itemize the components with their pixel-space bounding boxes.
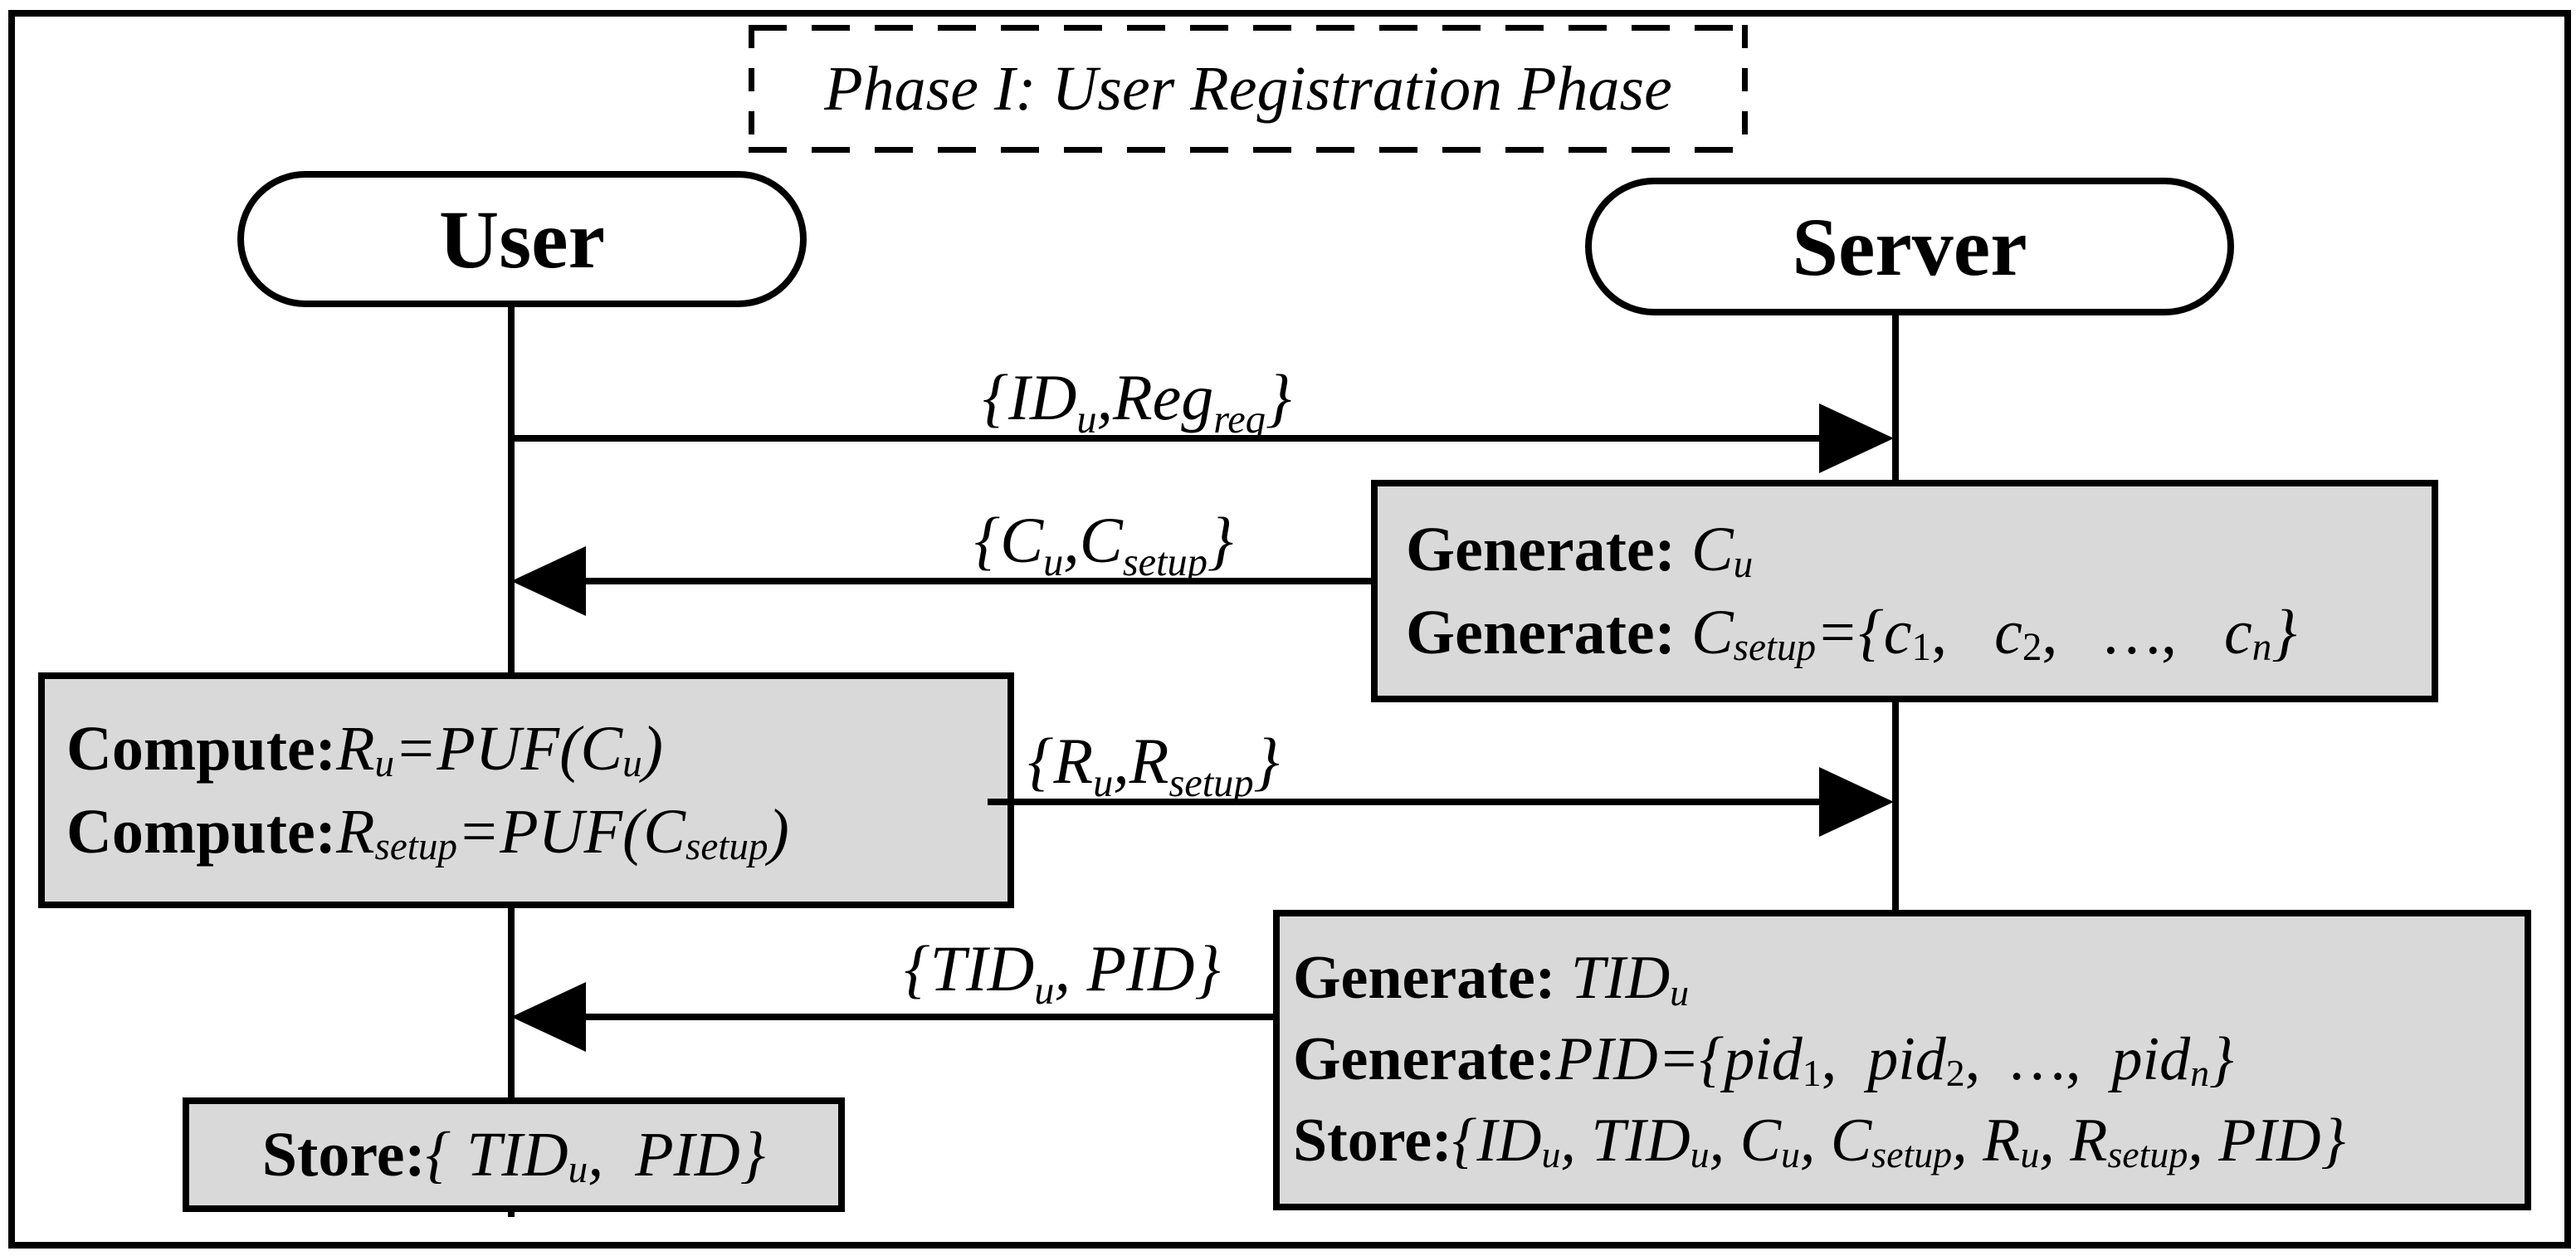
message3-line (988, 799, 1826, 805)
phase-title: Phase I: User Registration Phase (824, 53, 1672, 124)
actor-user-box: User (237, 171, 807, 307)
diagram-frame (8, 10, 2571, 1249)
message4-arrowhead-left-icon (511, 982, 586, 1052)
op-line: Generate: Csetup={c1, c2, …, cn} (1406, 598, 2297, 670)
actor-server-label: Server (1792, 200, 2027, 293)
op-line: Generate: Cu (1406, 514, 1754, 587)
dashed-border-left (749, 25, 754, 153)
message4-line (581, 1014, 1273, 1020)
dashed-border-bottom (749, 147, 1748, 153)
message3-arrowhead-right-icon (1819, 767, 1894, 837)
server-generate-store-box: Generate: TIDu Generate:PID={pid1, pid2,… (1273, 910, 2531, 1210)
message2-line (581, 578, 1371, 584)
user-store-box: Store:{ TIDu, PID} (183, 1097, 845, 1212)
actor-user-label: User (439, 193, 605, 286)
op-line: Compute:Ru=PUF(Cu) (66, 713, 663, 786)
message2-arrowhead-left-icon (511, 546, 586, 616)
op-line: Store:{ TIDu, PID} (261, 1119, 766, 1192)
op-line: Compute:Rsetup=PUF(Csetup) (66, 797, 789, 869)
dashed-border-top (749, 25, 1748, 31)
dashed-border-right (1742, 25, 1748, 153)
phase-title-box: Phase I: User Registration Phase (749, 25, 1748, 153)
actor-server-box: Server (1585, 178, 2234, 315)
server-generate-box: Generate: Cu Generate: Csetup={c1, c2, …… (1371, 480, 2438, 702)
user-compute-box: Compute:Ru=PUF(Cu) Compute:Rsetup=PUF(Cs… (38, 672, 1014, 908)
op-line: Generate: TIDu (1293, 944, 1690, 1014)
message1-line (511, 435, 1826, 442)
op-line: Generate:PID={pid1, pid2, …, pidn} (1293, 1025, 2234, 1095)
op-line: Store:{IDu, TIDu, Cu, Csetup, Ru, Rsetup… (1293, 1106, 2346, 1176)
message1-arrowhead-right-icon (1819, 403, 1894, 473)
